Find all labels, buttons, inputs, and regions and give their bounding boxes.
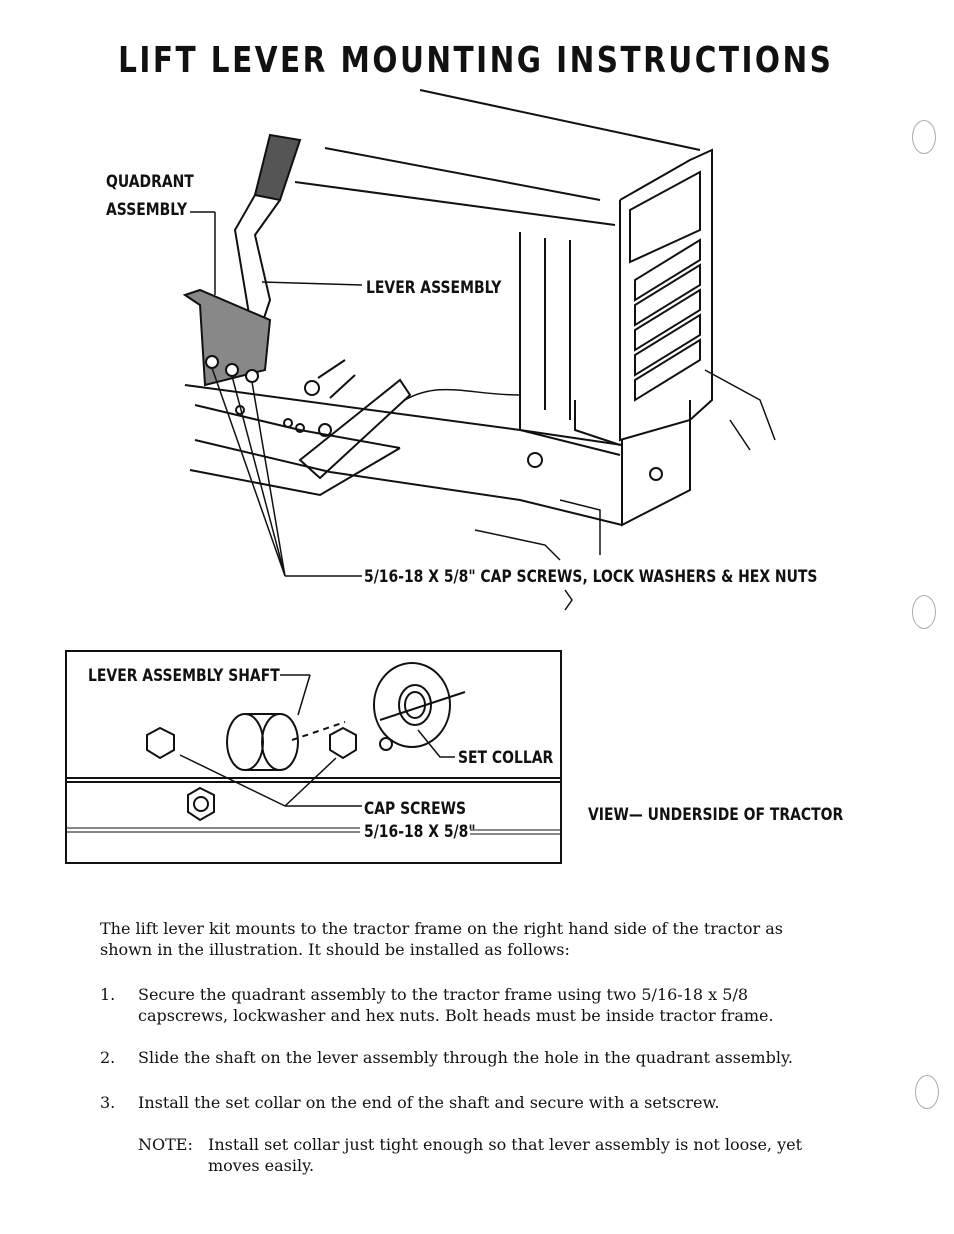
step-text: Secure the quadrant assembly to the trac… [138,985,774,1025]
instructions-text: The lift lever kit mounts to the tractor… [100,918,840,1175]
underside-inset-illustration [67,662,560,835]
cap-screws-size-label: 5/16-18 X 5/8" [364,822,476,842]
cap-screws-label: CAP SCREWS [364,799,467,819]
step-number: 1. [100,985,116,1004]
lever-shaft-label: LEVER ASSEMBLY SHAFT [88,666,280,686]
binder-hole-middle [912,595,936,629]
page-title: LIFT LEVER MOUNTING INSTRUCTIONS [118,40,834,81]
quadrant-label-line2: ASSEMBLY [106,200,188,220]
fasteners-label: 5/16-18 X 5/8" CAP SCREWS, LOCK WASHERS … [364,567,818,587]
view-underside-label: VIEW— UNDERSIDE OF TRACTOR [588,805,844,825]
step-number: 2. [100,1048,116,1067]
step-text: Slide the shaft on the lever assembly th… [138,1048,793,1067]
set-collar-label: SET COLLAR [458,748,554,768]
tractor-illustration [182,89,776,611]
intro-paragraph: The lift lever kit mounts to the tractor… [100,919,783,959]
note-label: NOTE: [138,1135,193,1154]
quadrant-label-line1: QUADRANT [106,172,194,192]
step-number: 3. [100,1093,116,1112]
step-text: Install the set collar on the end of the… [138,1093,720,1112]
note-text: Install set collar just tight enough so … [208,1135,803,1175]
lever-assembly-label: LEVER ASSEMBLY [366,278,502,298]
binder-hole-top [912,120,936,154]
underside-inset-box [65,650,562,864]
binder-hole-bottom [915,1075,939,1109]
